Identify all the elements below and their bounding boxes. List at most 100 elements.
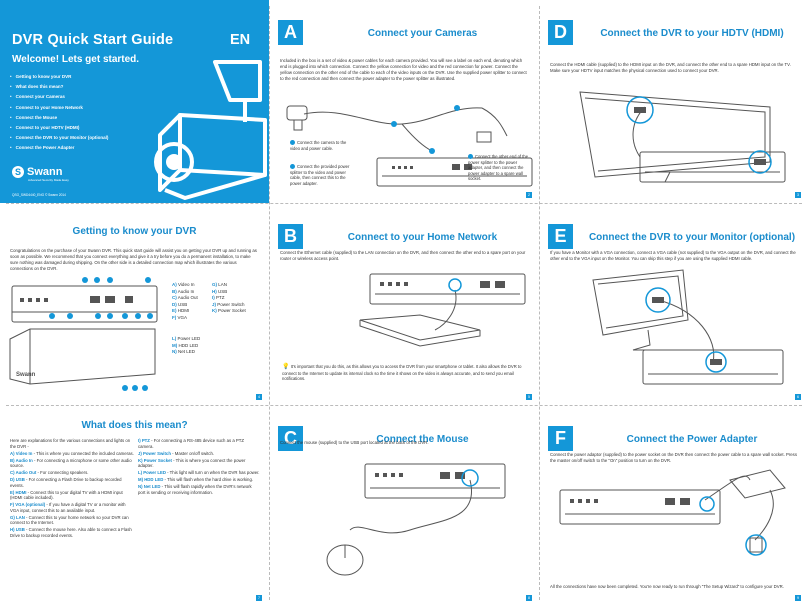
legend-item: A) Video In: [172, 282, 195, 287]
explanation-item: M) HDD LED - This will flash when the ha…: [138, 477, 254, 483]
step-letter-c: C: [278, 426, 303, 451]
page-number: 7: [256, 595, 262, 601]
explanations-right: I) PTZ - For connecting a RS-485 device …: [138, 438, 260, 497]
contents-item[interactable]: Connect to your HDTV (HDMI): [10, 123, 108, 133]
legend-item: N) Net LED: [172, 349, 196, 355]
legend-item: C) Audio Out: [172, 295, 198, 301]
panel-text: Connect the power adaptor (supplied) to …: [550, 452, 797, 463]
panel-text: If you have a Monitor with a VGA connect…: [550, 250, 796, 261]
panel-title: Connect the Mouse: [376, 434, 469, 445]
explanation-item: E) HDMI - Connect this to your digital T…: [10, 489, 123, 501]
camera-wiring-illustration-icon: [286, 105, 533, 187]
explanation-item: F) VGA (optional) - If you have a digita…: [10, 502, 126, 513]
cover-subtitle: Welcome! Lets get started.: [12, 54, 140, 65]
panel-title: Connect the Power Adapter: [626, 434, 758, 445]
legend-item: H) USB: [212, 288, 228, 294]
explanation-item: G) LAN - Connect this to your home netwo…: [10, 514, 129, 526]
page-number: 3: [795, 192, 801, 198]
network-illustration-icon: [359, 273, 526, 347]
explanation-item: D) USB - For connecting a Flash Drive to…: [10, 477, 122, 488]
explanation-item: N) Net LED - This will flash rapidly whe…: [138, 484, 252, 495]
panel-text: Connect the Ethernet cable (supplied) to…: [280, 250, 526, 261]
lightbulb-icon: 💡: [282, 364, 290, 370]
power-adapter-illustration-icon: [559, 469, 786, 556]
panel-connect-power: F Connect the Power Adapter Connect the …: [540, 406, 808, 606]
dvr-back-illustration-icon: [9, 277, 158, 391]
explanations-left: Here are explanations for the various co…: [10, 438, 134, 540]
page-number: 8: [526, 595, 532, 601]
page-number: 2: [526, 192, 532, 198]
callout-dot-icon: [290, 164, 295, 170]
page-number: 4: [256, 394, 262, 400]
contents-item[interactable]: What does this mean?: [10, 82, 108, 92]
brand-name: Swann: [27, 166, 63, 178]
legend-ports-left: A) Video In B) Audio In C) Audio Out D) …: [172, 282, 198, 322]
step-letter-f: F: [548, 426, 573, 451]
panel-connect-hdtv: D Connect the DVR to your HDTV (HDMI) Co…: [540, 0, 808, 203]
panel-title: Connect to your Home Network: [347, 232, 498, 243]
legend-item: F) VGA: [172, 314, 188, 320]
step-letter-b: B: [278, 224, 303, 249]
explanation-item: A) Video In - This is where you connecte…: [10, 450, 134, 456]
panel-text: Connect the mouse (supplied) to the USB …: [280, 440, 429, 445]
legend-item: L) Power LED: [172, 336, 201, 341]
panel-text: Included in the box is a set of video & …: [280, 58, 527, 81]
legend-item: M) HDD LED: [172, 342, 199, 348]
panel-text: Connect the HDMI cable (supplied) to the…: [550, 62, 791, 73]
contents-item[interactable]: Connect to your Home Network: [10, 103, 108, 113]
step-letter-e: E: [548, 224, 573, 249]
note-camera: Connect the camera to the video and powe…: [290, 140, 347, 151]
cover-panel: DVR Quick Start Guide EN Welcome! Lets g…: [0, 0, 269, 203]
network-tip: 💡 It's important that you do this, as th…: [282, 364, 522, 382]
legend-item: D) USB: [172, 301, 188, 307]
panel-connect-monitor: E Connect the DVR to your Monitor (optio…: [540, 204, 808, 405]
page-number: 5: [526, 394, 532, 400]
panel-connect-mouse: C Connect the Mouse Connect the mouse (s…: [270, 406, 539, 606]
contents-item[interactable]: Connect the Mouse: [10, 113, 108, 123]
legend-item: J) Power Switch: [212, 301, 245, 307]
note-splitter: Connect the provided power splitter to t…: [290, 164, 350, 186]
page-number: 9: [795, 595, 801, 601]
panel-what-does-this-mean: What does this mean? Here are explanatio…: [0, 406, 269, 606]
completion-message: All the connections have now been comple…: [550, 584, 784, 589]
explanation-item: K) Power Socket - This is where you conn…: [138, 457, 246, 469]
swann-swan-icon: S: [12, 166, 24, 178]
step-letter-a: A: [278, 20, 303, 45]
panel-title: Connect the DVR to your Monitor (optiona…: [588, 232, 796, 243]
legend-item: B) Audio In: [172, 288, 195, 294]
dvr-front-brand: Swann: [16, 372, 36, 378]
hdtv-illustration-icon: [579, 91, 786, 183]
step-letter-d: D: [548, 20, 573, 45]
mouse-illustration-icon: [326, 463, 506, 576]
contents-item[interactable]: Connect the DVR to your Monitor (optiona…: [10, 133, 109, 143]
legend-item: E) HDMI: [172, 308, 190, 314]
explanation-item: H) USB - Connect the mouse here. Also ab…: [10, 527, 132, 539]
panel-connect-network: B Connect to your Home Network Connect t…: [270, 204, 539, 405]
explanation-item: C) Audio Out - For connecting speakers.: [10, 470, 89, 476]
legend-leds: L) Power LED M) HDD LED N) Net LED: [172, 336, 200, 356]
legend-item: I) PTZ: [212, 295, 225, 301]
explanation-item: I) PTZ - For connecting a RS-485 device …: [138, 438, 245, 449]
panel-getting-to-know: Getting to know your DVR Congratulations…: [0, 204, 269, 405]
callout-dot-icon: [468, 154, 473, 160]
legend-item: G) LAN: [212, 282, 228, 287]
contents-item[interactable]: Connect your Cameras: [10, 92, 108, 102]
note-power-adapter: Connect the other end of the power split…: [468, 154, 529, 182]
cover-title: DVR Quick Start Guide: [12, 32, 174, 48]
contents-item[interactable]: Connect the Power Adapter: [10, 143, 108, 153]
monitor-illustration-icon: [592, 269, 784, 385]
explanation-item: B) Audio In - For connecting a microphon…: [10, 457, 132, 469]
panel-title: Getting to know your DVR: [72, 226, 197, 237]
panel-connect-cameras: A Connect your Cameras Included in the b…: [270, 0, 539, 203]
explanation-item: J) Power Switch - Master on/off switch.: [138, 450, 215, 456]
panel-title: Connect the DVR to your HDTV (HDMI): [600, 28, 784, 39]
language-code: EN: [230, 32, 251, 48]
callout-dot-icon: [290, 140, 295, 146]
legend-ports-right: G) LAN H) USB I) PTZ J) Power Switch K) …: [212, 282, 246, 315]
contents-item[interactable]: Getting to know your DVR: [10, 72, 108, 82]
swann-logo: S Swann Advanced Security Made Easy: [12, 166, 69, 182]
panel-title: What does this mean?: [81, 420, 188, 431]
contents-list: Getting to know your DVR What does this …: [10, 72, 109, 154]
panel-title: Connect your Cameras: [367, 28, 478, 39]
panel-text: Congratulations on the purchase of your …: [10, 248, 257, 271]
